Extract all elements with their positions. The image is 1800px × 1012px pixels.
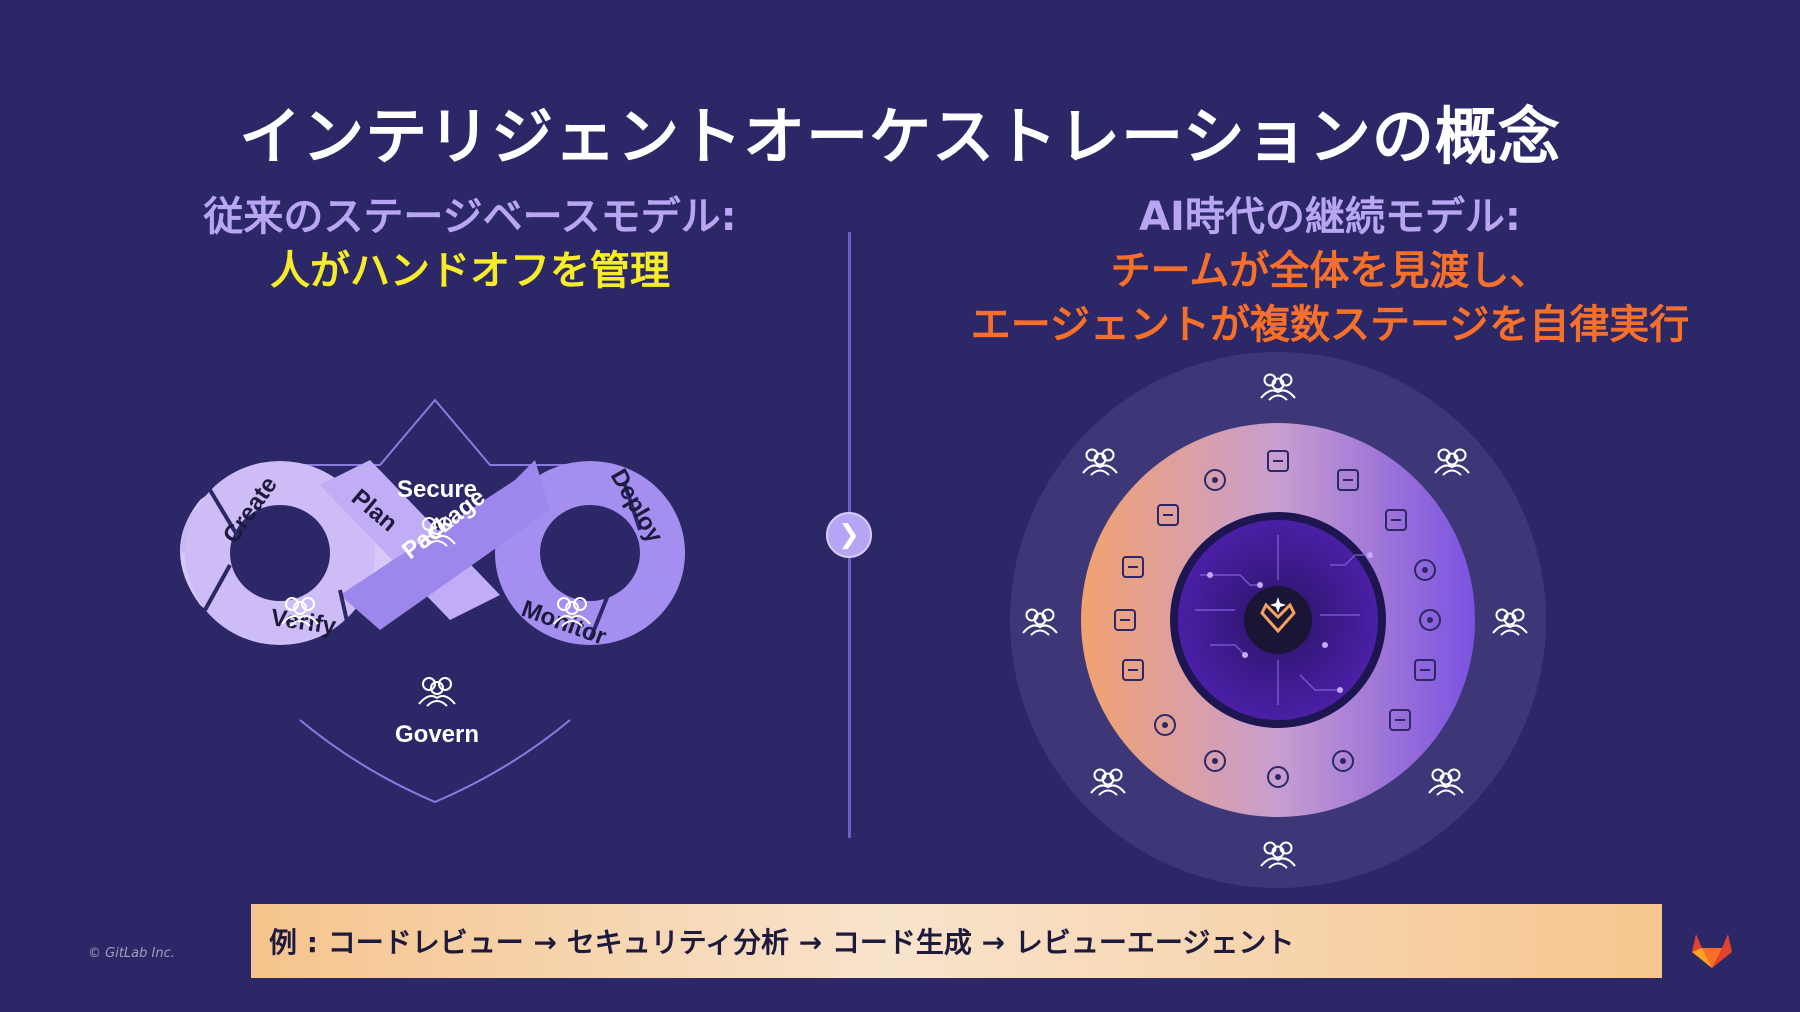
example-banner: 例 : コードレビュー → セキュリティ分析 → コード生成 → レビューエージ… <box>251 904 1662 978</box>
copyright: © GitLab Inc. <box>88 946 175 961</box>
right-line-2: エージェントが複数ステージを自律実行 <box>970 302 1690 348</box>
plan-band <box>320 460 500 620</box>
center-logo-badge <box>1244 586 1312 654</box>
right-line-1: チームが全体を見渡し、 <box>1110 248 1550 294</box>
page-title: インテリジェントオーケストレーションの概念 <box>239 100 1561 173</box>
shield-outline-bottom <box>299 719 571 804</box>
gitlab-tanuki-logo <box>1692 934 1732 968</box>
devops-loop-diagram: Create Plan Package Deploy Monitor Verif… <box>180 398 685 804</box>
example-text: 例 : コードレビュー → セキュリティ分析 → コード生成 → レビューエージ… <box>269 926 1295 959</box>
secure-label: Secure <box>397 476 477 503</box>
left-subheading: 人がハンドオフを管理 <box>270 248 670 294</box>
left-heading: 従来のステージベースモデル: <box>203 194 737 240</box>
ai-continuous-ring-diagram <box>1010 352 1546 888</box>
govern-label: Govern <box>395 721 479 748</box>
chevron-right-icon: ❯ <box>826 512 872 558</box>
right-column: AI時代の継続モデル: チームが全体を見渡し、 エージェントが複数ステージを自律… <box>900 190 1760 352</box>
gitlab-ai-logo-icon <box>1260 602 1296 634</box>
right-heading: AI時代の継続モデル: <box>1139 194 1521 240</box>
people-group-icon <box>418 677 456 707</box>
left-column: 従来のステージベースモデル: 人がハンドオフを管理 <box>130 190 810 298</box>
